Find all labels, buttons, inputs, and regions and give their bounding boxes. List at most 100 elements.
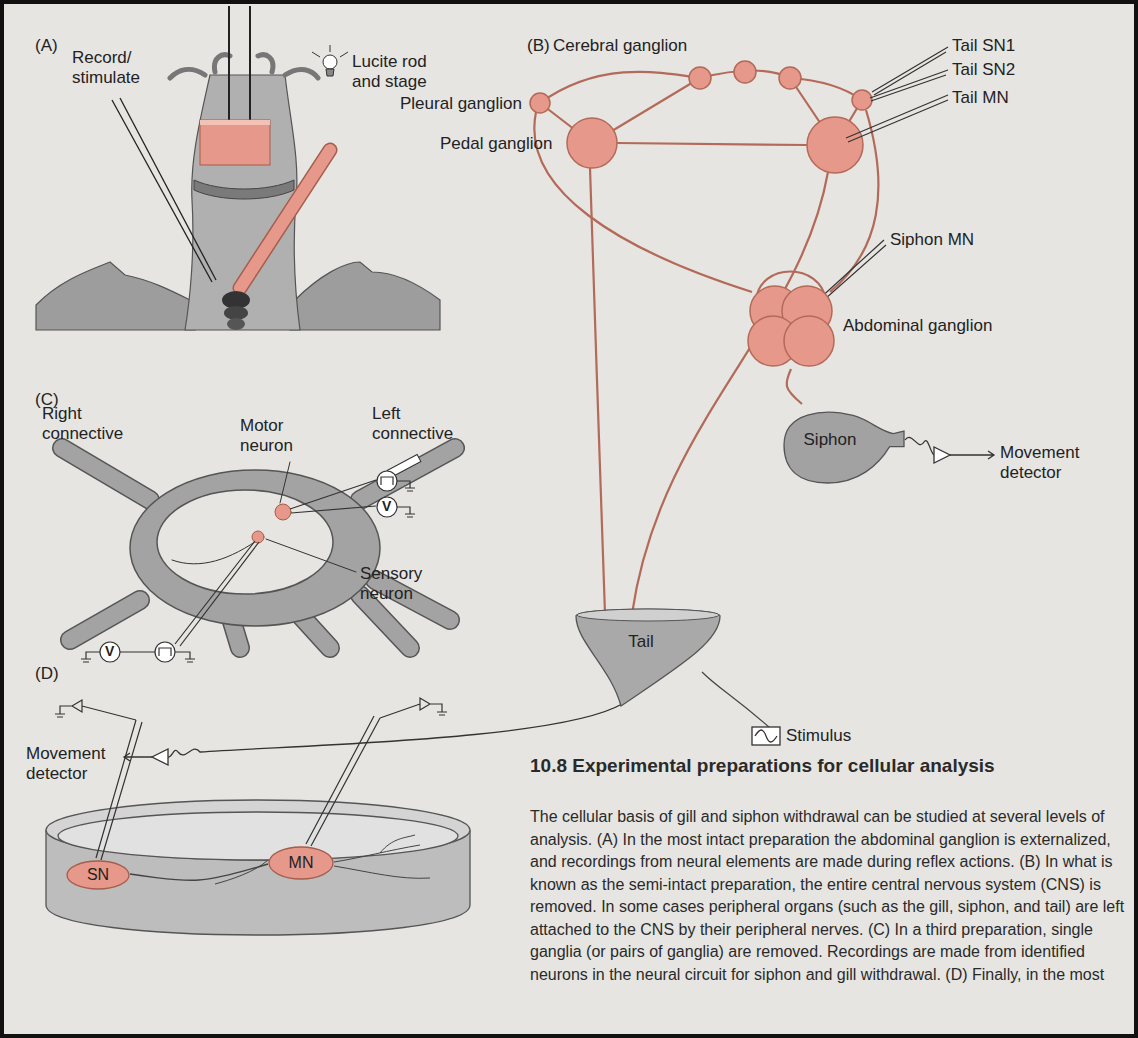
aplysia-preparation [312, 45, 348, 57]
recording-electrode [397, 507, 415, 517]
neuron-label: Tail MN [952, 88, 1009, 108]
instrument-label: Stimulus [786, 726, 851, 746]
tail-shape [576, 609, 720, 706]
figure-title: 10.8 Experimental preparations for cellu… [578, 754, 1098, 778]
ganglion-outline [280, 462, 290, 503]
aplysia-preparation [120, 98, 216, 280]
recording-electrode [377, 497, 397, 517]
nerve-connector [130, 864, 268, 880]
panel-letter: (B) [527, 36, 550, 56]
ganglion-outline [745, 283, 837, 369]
neuron-label: Tail SN1 [952, 36, 1015, 56]
aplysia-preparation [224, 306, 248, 320]
ganglion-outline [252, 531, 264, 543]
motor-cell: MN [268, 846, 334, 880]
ganglion [530, 93, 550, 113]
movement-detector [950, 451, 994, 459]
recording-electrode [55, 700, 136, 720]
ganglion-outline [157, 490, 333, 594]
callout-label: Lucite rod and stage [352, 52, 452, 93]
culture-dish [46, 800, 470, 935]
nervous-system-circuit [534, 71, 878, 738]
ganglion [734, 61, 756, 83]
aplysia-preparation [200, 120, 270, 125]
instrument-label: Movement detector [26, 744, 122, 785]
recording-electrode [381, 477, 393, 485]
ganglion-lobe [784, 316, 834, 366]
electrode [796, 47, 948, 322]
recording-electrode [96, 720, 142, 860]
structure-label: Left connective [372, 404, 462, 445]
movement-detector [124, 437, 994, 765]
sensory-cell: SN [66, 860, 130, 890]
aplysia-preparation [323, 55, 337, 69]
recording-electrode [306, 716, 380, 846]
movement-detector [152, 749, 168, 765]
recording-electrode [377, 471, 397, 491]
neuron-label: Siphon MN [890, 230, 974, 250]
stimulus-symbol [752, 727, 780, 745]
aplysia-preparation [228, 6, 230, 122]
nerve-connector [787, 369, 802, 404]
culture-dish [215, 835, 430, 884]
node-label: Siphon [804, 430, 857, 450]
callout-label: Record/ stimulate [72, 48, 154, 89]
movement-detector [168, 704, 622, 757]
recording-electrode [159, 648, 171, 656]
nervous-system-circuit [534, 112, 752, 292]
electrode [870, 70, 948, 101]
node-label: Tail [628, 632, 654, 652]
aplysia-preparation [112, 100, 212, 282]
signal-label: V [105, 644, 114, 658]
aplysia-preparation [170, 55, 318, 78]
ganglion [779, 67, 801, 89]
ganglion-label: Pedal ganglion [440, 134, 552, 154]
recording-electrode [175, 652, 195, 662]
structure-label: Motor neuron [240, 416, 316, 457]
ganglion [530, 61, 872, 173]
signal-label: V [382, 499, 391, 513]
node-label: MN [289, 853, 314, 872]
ganglion-label: Cerebral ganglion [553, 36, 687, 56]
tail-cut-face [577, 609, 719, 621]
ganglion-outline [266, 539, 356, 572]
neuron-label: Tail SN2 [952, 60, 1015, 80]
cell-body [67, 861, 129, 889]
shape-outline [573, 606, 723, 708]
tail-organ: Tail [573, 606, 723, 708]
aplysia-preparation [194, 180, 294, 199]
ganglion [807, 117, 863, 173]
recording-electrode [290, 480, 376, 513]
recording-electrode [81, 652, 155, 662]
ganglion-outline [62, 448, 455, 648]
ganglion [567, 118, 617, 168]
instrument-label: Movement detector [1000, 443, 1096, 484]
movement-detector [905, 437, 934, 455]
aplysia-preparation [249, 6, 251, 122]
ganglion-outline [275, 504, 291, 520]
recording-electrode [55, 698, 447, 860]
abdominal-ganglion: Abdominal ganglion [745, 283, 992, 369]
panel-letter: (A) [35, 36, 58, 56]
recording-electrode [397, 481, 415, 491]
panel-letter: (D) [35, 664, 59, 684]
ganglion-label: Pleural ganglion [400, 94, 522, 114]
aplysia-preparation [290, 262, 440, 330]
ganglion-outline [62, 448, 455, 648]
ganglion-outline [62, 448, 455, 648]
aplysia-preparation [227, 318, 245, 330]
recording-electrode [175, 541, 259, 646]
aplysia-preparation [240, 150, 330, 288]
stimulus-symbol [755, 730, 777, 742]
aplysia-preparation [326, 69, 334, 76]
electrode [846, 95, 948, 142]
stimulus-symbol [752, 727, 780, 745]
aplysia-preparation [200, 120, 270, 165]
ganglion [852, 90, 872, 110]
movement-detector [934, 447, 950, 463]
movement-detector [124, 753, 152, 761]
ganglion-outline [172, 537, 262, 564]
figure-caption: The cellular basis of gill and siphon wi… [530, 806, 1126, 986]
node-label: Abdominal ganglion [843, 316, 992, 336]
